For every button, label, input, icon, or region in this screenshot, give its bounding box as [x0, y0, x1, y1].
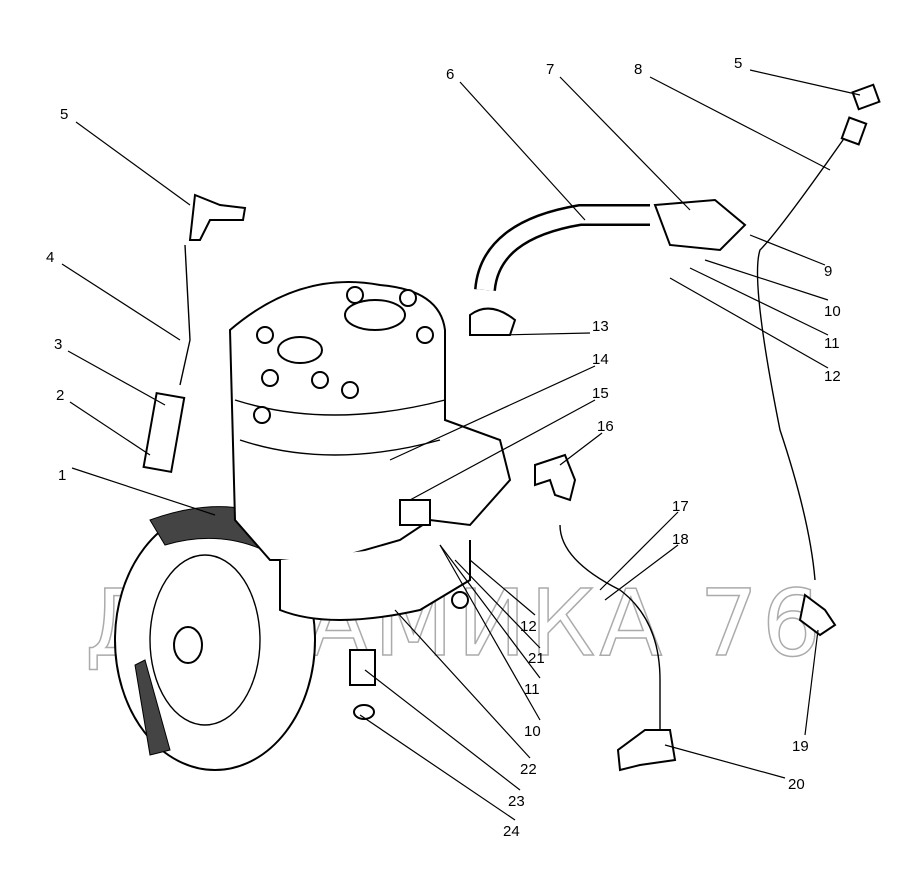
callout-11-right: 11: [824, 335, 840, 352]
callout-19: 19: [792, 738, 809, 755]
callout-12-right: 12: [824, 368, 841, 385]
callout-12-bottom: 12: [520, 618, 537, 635]
callout-11-bottom: 11: [524, 681, 540, 698]
callout-20: 20: [788, 776, 805, 793]
callout-4: 4: [46, 249, 54, 266]
callout-9: 9: [824, 263, 832, 280]
callout-18: 18: [672, 531, 689, 548]
callout-22: 22: [520, 761, 537, 778]
pulley: [114, 506, 331, 771]
callout-8: 8: [634, 61, 642, 78]
callout-labels: 1 2 3 4 5 5 6 7 8 9 10 10 11 11 12 12 13…: [46, 55, 841, 840]
leader-lines: [61, 69, 861, 821]
callout-15: 15: [592, 385, 609, 402]
callout-21: 21: [528, 650, 545, 667]
callout-17: 17: [672, 498, 689, 515]
callout-24: 24: [503, 823, 520, 840]
callout-6: 6: [446, 66, 454, 83]
callout-7: 7: [546, 61, 554, 78]
callout-13: 13: [592, 318, 609, 335]
callout-10-bottom: 10: [524, 723, 541, 740]
callout-16: 16: [597, 418, 614, 435]
callout-14: 14: [592, 351, 609, 368]
callout-3: 3: [54, 336, 62, 353]
callout-23: 23: [508, 793, 525, 810]
callout-2: 2: [56, 387, 64, 404]
callout-10-right: 10: [824, 303, 841, 320]
callout-5-right: 5: [734, 55, 742, 72]
tubes: [142, 83, 881, 772]
compressor-body: [228, 281, 512, 621]
callout-1: 1: [58, 467, 66, 484]
callout-5-left: 5: [60, 106, 68, 123]
